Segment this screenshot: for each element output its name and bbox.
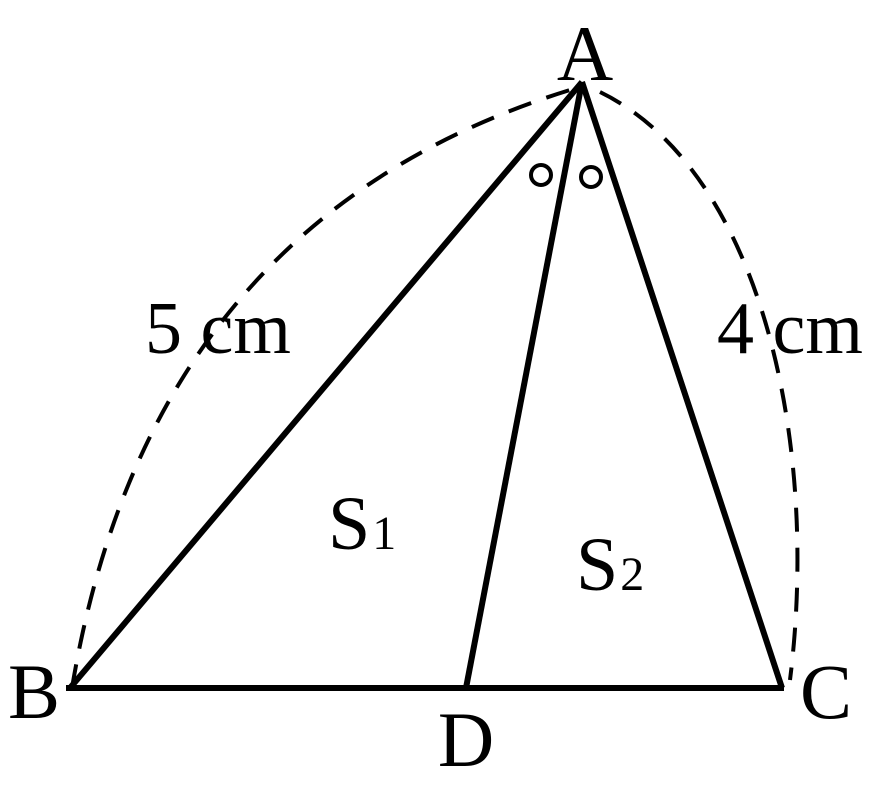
label-point-c: C <box>800 648 852 735</box>
side-ac <box>579 81 785 689</box>
label-point-a: A <box>557 10 613 97</box>
label-length-ab: 5 cm <box>145 288 291 370</box>
label-point-b: B <box>8 648 60 735</box>
label-region-s1-letter: S <box>328 482 370 566</box>
label-region-s2-letter: S <box>576 523 618 607</box>
bisector-ad <box>463 81 585 689</box>
label-point-d: D <box>438 696 494 783</box>
label-region-s1: S1 <box>328 482 396 566</box>
label-region-s2-index: 2 <box>620 548 644 601</box>
angle-mark-right <box>579 165 603 189</box>
arc-ab-dashed <box>70 88 571 689</box>
angle-mark-left <box>529 163 553 187</box>
label-region-s1-index: 1 <box>372 507 396 560</box>
arc-ac-dashed <box>599 90 800 681</box>
label-length-ac: 4 cm <box>717 288 863 370</box>
label-region-s2: S2 <box>576 523 644 607</box>
side-ab <box>67 80 585 690</box>
